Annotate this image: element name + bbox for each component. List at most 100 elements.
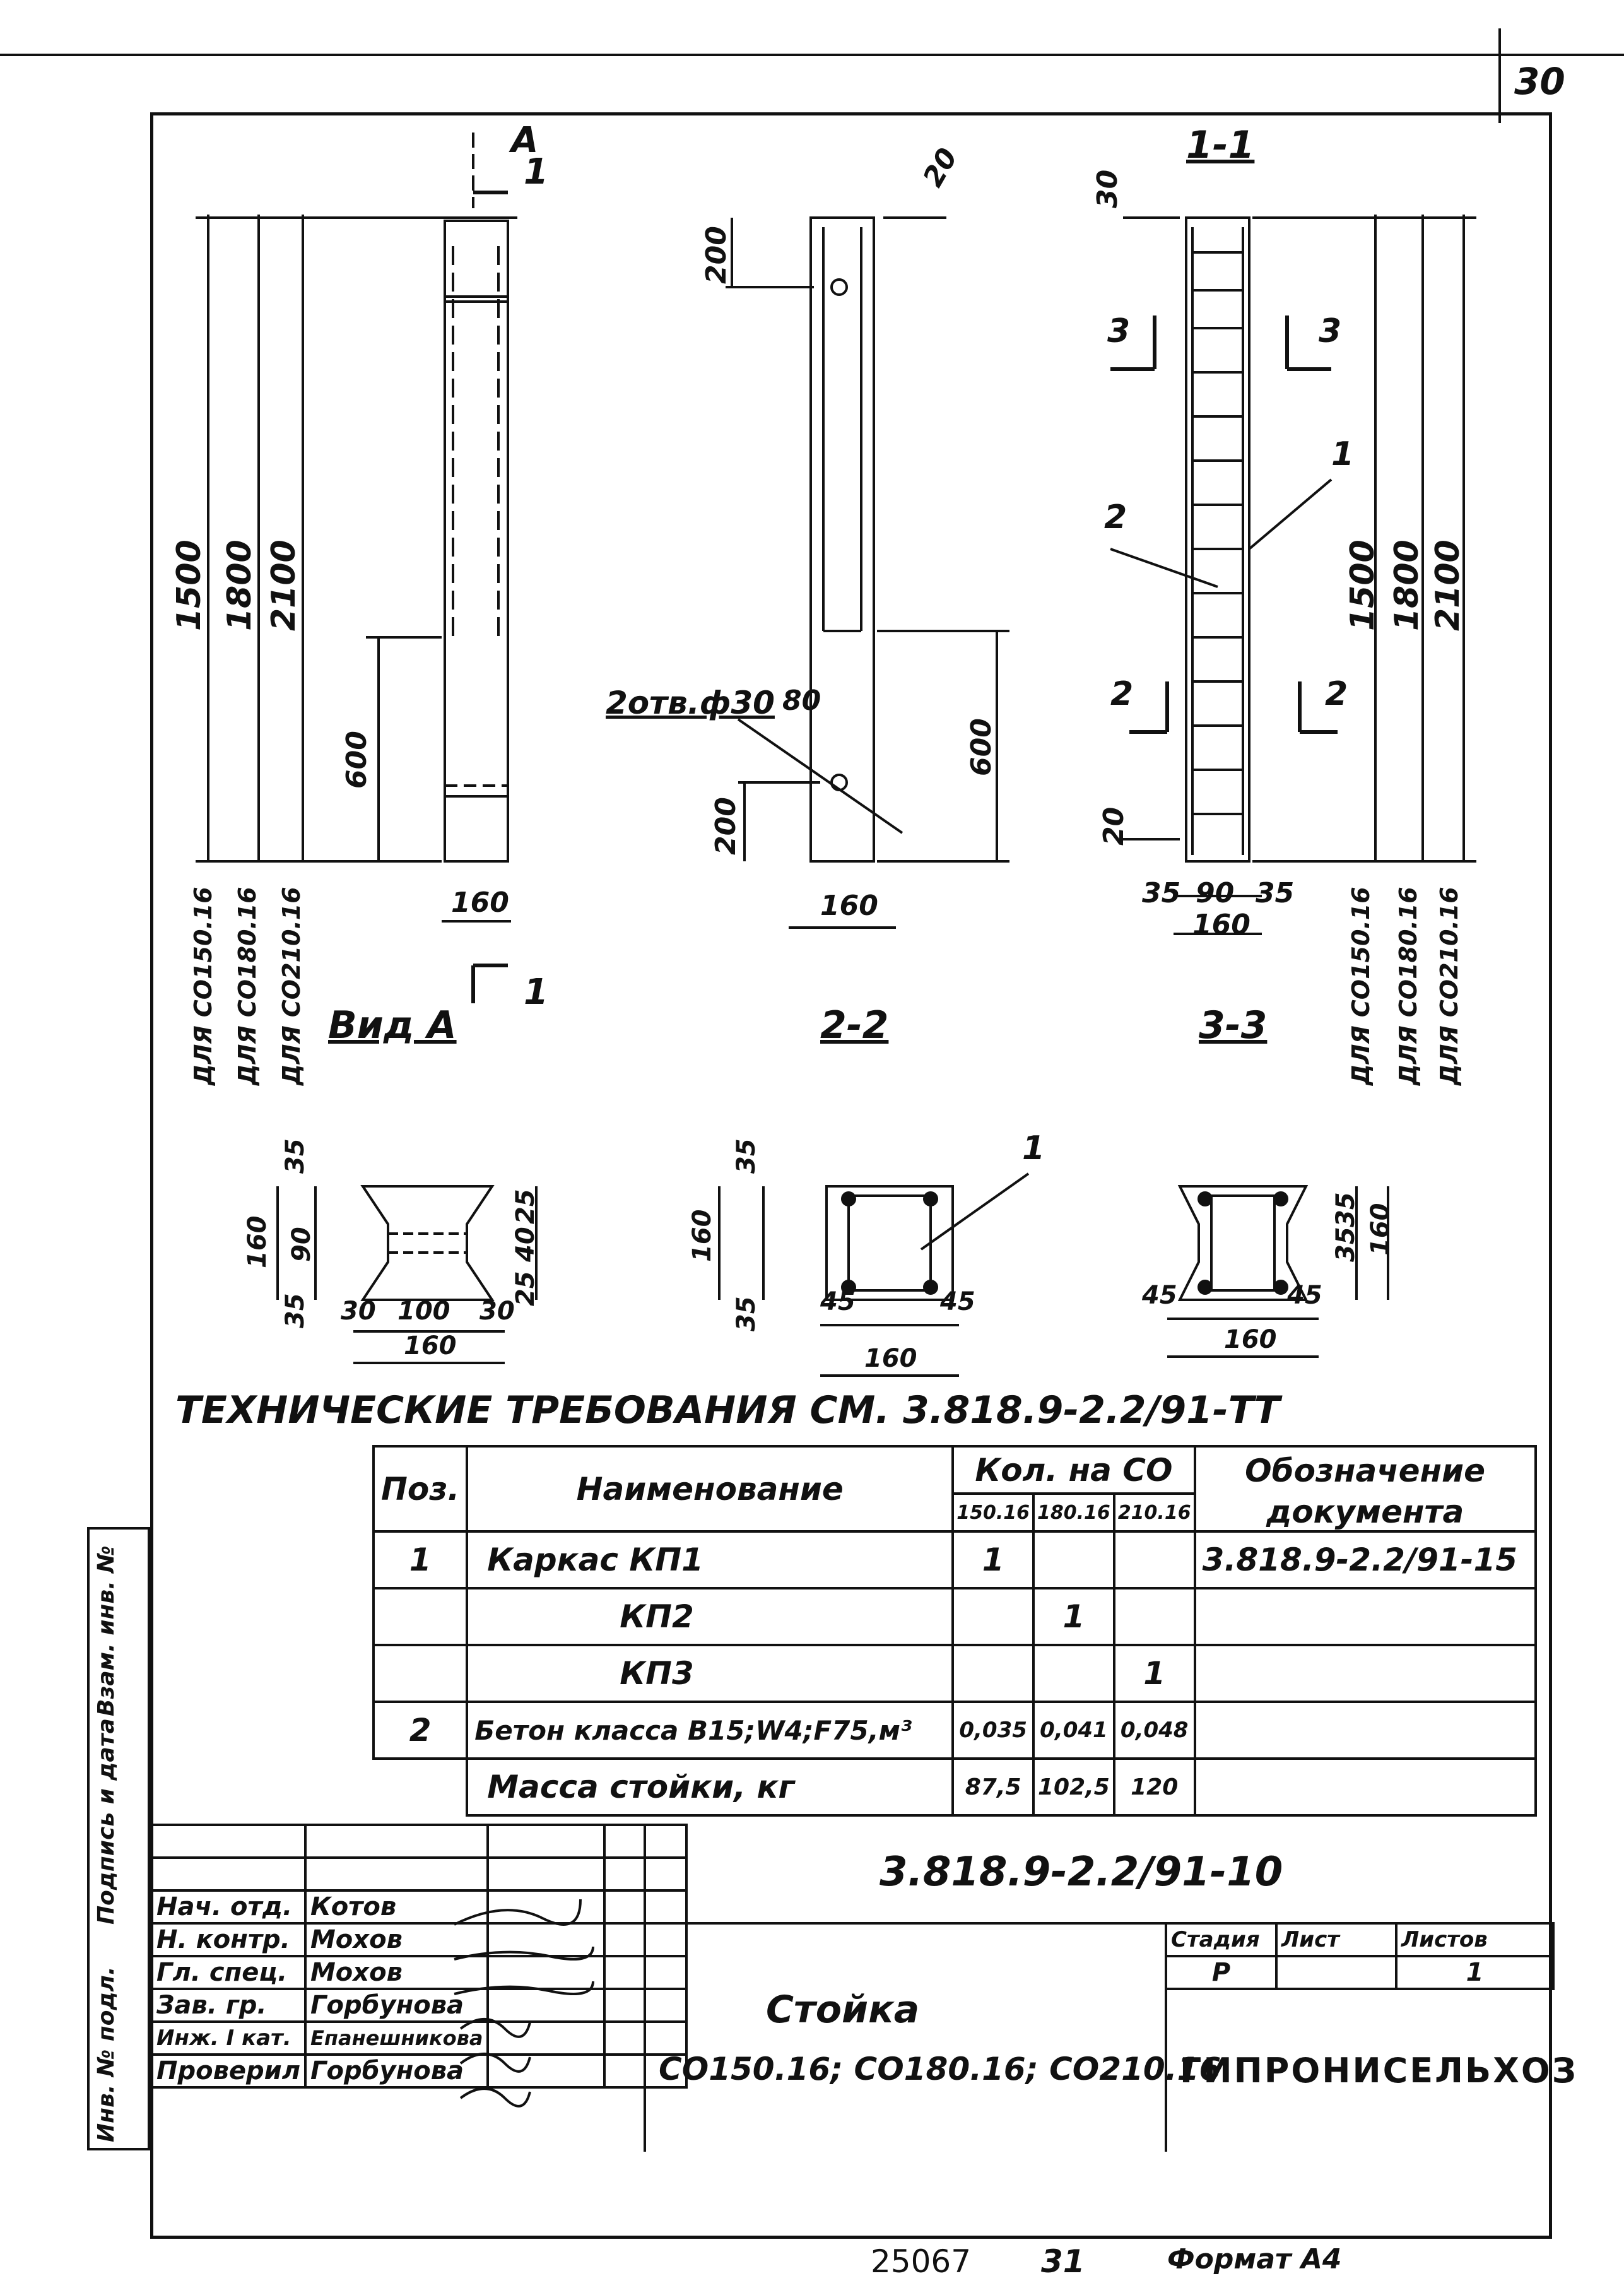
spec-cell-q3 <box>1112 1587 1196 1646</box>
footer-left: 25067 <box>871 2243 972 2280</box>
spec-cell-pos <box>372 1587 469 1646</box>
sec11-title: 1-1 <box>1186 123 1255 167</box>
sec22-hole-note: 2отв.ф30 <box>606 685 775 721</box>
xb-pos-1: 1 <box>1022 1129 1045 1167</box>
sec22-dim-80: 80 <box>782 685 821 717</box>
xa-dim-bottom-1: 30 <box>341 1297 376 1326</box>
xa-dim-left-4: 35 <box>281 1293 310 1328</box>
spec-cell-name: Каркас КП1 <box>466 1530 955 1589</box>
xa-dim-left-2: 160 <box>243 1215 272 1269</box>
person-role: Инж. I кат. <box>150 2020 307 2056</box>
sec11-width: 160 <box>1192 909 1250 941</box>
sec11-dim-top: 30 <box>1091 169 1124 208</box>
sec11-dim-bottom: 20 <box>1098 806 1130 846</box>
spec-cell-doc: 3.818.9-2.2/91-15 <box>1193 1530 1537 1589</box>
xc-dim-right-3: 35 <box>1331 1227 1360 1262</box>
cross-section-b <box>825 1185 954 1301</box>
person-name: Горбунова <box>303 2053 490 2089</box>
spec-cell-pos <box>372 1644 469 1703</box>
signature-gorbunova-2 <box>459 2087 531 2108</box>
vid-a-dim-2100: 2100 <box>265 540 303 631</box>
xa-dim-bottom-3: 30 <box>480 1297 515 1326</box>
spec-cell-name: КП3 <box>466 1644 955 1703</box>
sec11-dim-1500: 1500 <box>1344 540 1382 631</box>
xb-dim-bottom-1: 45 <box>820 1287 856 1316</box>
vid-a-label-210: ДЛЯ СО210.16 <box>278 887 305 1085</box>
sec11-pos2: 2 <box>1104 498 1127 536</box>
doc-subname: СО150.16; СО180.16; СО210.16 <box>659 2051 1221 2087</box>
sec11-label-150: ДЛЯ СО150.16 <box>1347 887 1375 1085</box>
sec11-dim-1800: 1800 <box>1388 540 1426 631</box>
spec-cell-pos: 2 <box>372 1701 469 1760</box>
table-row: КП2 1 <box>372 1587 1537 1646</box>
vid-a-dim-1800: 1800 <box>221 540 259 631</box>
sec-11-column <box>1185 216 1250 863</box>
table-row: Инж. I кат.Епанешникова <box>150 2020 688 2056</box>
spec-cell-pos: 1 <box>372 1530 469 1589</box>
xb-dim-left-2: 160 <box>688 1209 717 1263</box>
vid-a-label-180: ДЛЯ СО180.16 <box>233 887 261 1085</box>
footer-mid: 31 <box>1041 2243 1085 2280</box>
sec11-pos1: 1 <box>1331 435 1355 473</box>
spec-cell-doc <box>1193 1701 1537 1760</box>
sec11-bottom-dim-1: 35 <box>1142 877 1181 909</box>
table-row: Нач. отд.Котов <box>150 1889 688 1925</box>
stage-table: Стадия Лист Листов Р 1 <box>1165 1922 1555 1990</box>
side-stamp-inv: Инв. № подл. <box>93 1966 119 2142</box>
people-table: Нач. отд.Котов Н. контр.Мохов Гл. спец.М… <box>150 1824 688 2089</box>
vid-a-dim-600: 600 <box>341 731 373 789</box>
table-row: 1 Каркас КП1 1 3.818.9-2.2/91-15 <box>372 1530 1537 1589</box>
tech-requirements: ТЕХНИЧЕСКИЕ ТРЕБОВАНИЯ СМ. 3.818.9-2.2/9… <box>175 1388 1280 1432</box>
spec-cell-q1: 0,035 <box>951 1701 1035 1760</box>
sec11-cut2-left: 2 <box>1110 675 1134 713</box>
stage-header: Стадия <box>1165 1922 1278 1957</box>
spec-cell-q1: 1 <box>951 1530 1035 1589</box>
doc-code: 3.818.9-2.2/91-10 <box>880 1849 1283 1896</box>
sec11-cut3-left: 3 <box>1107 312 1131 350</box>
vid-a-dim-1500: 1500 <box>170 540 208 631</box>
top-rule <box>0 54 1624 56</box>
xa-dim-total: 160 <box>404 1331 457 1360</box>
name-box: Стойка СО150.16; СО180.16; СО210.16 <box>644 1925 1221 2152</box>
xa-dim-right-3: 25 <box>511 1271 540 1306</box>
xb-dim-bottom-2: 45 <box>940 1287 975 1316</box>
person-name: Епанешникова <box>303 2020 490 2056</box>
xa-dim-right-1: 25 <box>511 1189 540 1224</box>
spec-header-name: Наименование <box>466 1445 955 1533</box>
spec-cell-q2 <box>1032 1530 1115 1589</box>
vid-a-marker-bottom: 1 <box>524 972 548 1013</box>
spec-header-pos: Поз. <box>372 1445 469 1533</box>
spec-cell-q3: 1 <box>1112 1644 1196 1703</box>
table-row: 2 Бетон класса В15;W4;F75,м³ 0,035 0,041… <box>372 1701 1537 1760</box>
xa-dim-left-3: 90 <box>287 1227 316 1262</box>
org-name: ГИПРОНИСЕЛЬХОЗ <box>1180 2051 1579 2090</box>
xa-dim-bottom-2: 100 <box>397 1297 450 1326</box>
sec22-dim-top: 200 <box>700 226 733 284</box>
spec-header-q3: 210.16 <box>1112 1492 1196 1533</box>
person-role: Н. контр. <box>150 1922 307 1957</box>
side-stamp <box>87 1527 150 2150</box>
cross-section-a <box>360 1185 495 1301</box>
sheet-header: Лист <box>1275 1922 1397 1957</box>
xb-dim-left-3: 35 <box>732 1296 761 1331</box>
spec-header-q1: 150.16 <box>951 1492 1035 1533</box>
sec11-label-180: ДЛЯ СО180.16 <box>1394 887 1422 1085</box>
spec-cell-q2 <box>1032 1644 1115 1703</box>
spec-header-doc: Обозначение <box>1193 1445 1537 1494</box>
xa-dim-left-1: 35 <box>281 1138 310 1174</box>
sheet-number-divider <box>1498 28 1501 123</box>
vid-a-column <box>444 220 509 863</box>
spec-cell-pos <box>374 1757 469 1815</box>
sheet-value <box>1275 1955 1397 1990</box>
xc-dim-right-1: 35 <box>1331 1192 1360 1227</box>
spec-cell-doc <box>1193 1644 1537 1703</box>
spec-cell-q1: 87,5 <box>951 1757 1035 1817</box>
person-role: Зав. гр. <box>150 1988 307 2023</box>
side-stamp-sign: Подпись и дата <box>93 1718 119 1925</box>
table-row: КП3 1 <box>372 1644 1537 1703</box>
sec11-bottom-dim-2: 90 <box>1196 877 1235 909</box>
table-row: Зав. гр.Горбунова <box>150 1988 688 2023</box>
sec11-cut2-right: 2 <box>1325 675 1348 713</box>
spec-cell-q1 <box>951 1587 1035 1646</box>
spec-cell-q2: 0,041 <box>1032 1701 1115 1760</box>
